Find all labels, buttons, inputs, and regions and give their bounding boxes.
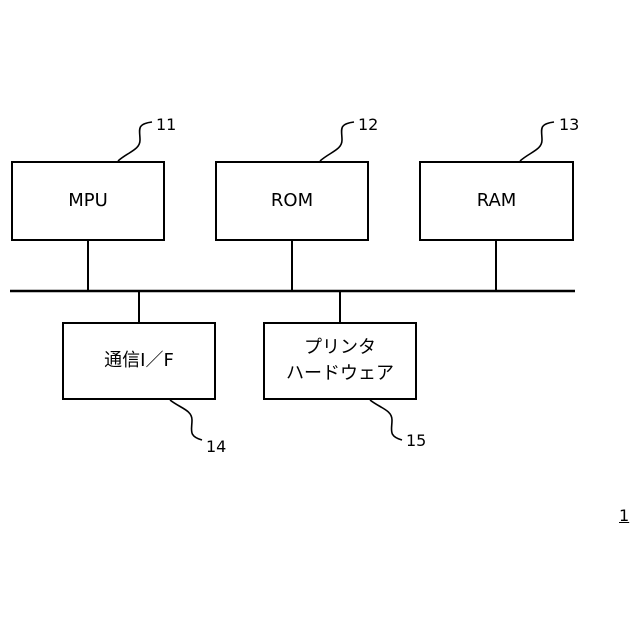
comm-if-label: 通信I／F (104, 348, 174, 374)
leader-line-15 (370, 400, 402, 440)
rom-block: ROM (215, 161, 369, 241)
ref-number-13: 13 (559, 116, 579, 134)
leader-line-12 (320, 122, 354, 161)
comm-if-block: 通信I／F (62, 322, 216, 400)
leader-line-11 (118, 122, 152, 161)
printer-hw-label-line2: ハードウェア (286, 361, 394, 387)
printer-hw-block: プリンタ ハードウェア (263, 322, 417, 400)
ram-block: RAM (419, 161, 574, 241)
ram-label: RAM (477, 188, 517, 214)
ref-number-14: 14 (206, 438, 226, 456)
leader-line-14 (170, 400, 202, 440)
mpu-block: MPU (11, 161, 165, 241)
mpu-label: MPU (68, 188, 108, 214)
rom-label: ROM (271, 188, 313, 214)
ref-number-12: 12 (358, 116, 378, 134)
leader-line-13 (520, 122, 554, 161)
ref-number-15: 15 (406, 432, 426, 450)
ref-number-11: 11 (156, 116, 176, 134)
figure-label: 1 (619, 507, 629, 525)
printer-hw-label-line1: プリンタ (304, 335, 376, 361)
